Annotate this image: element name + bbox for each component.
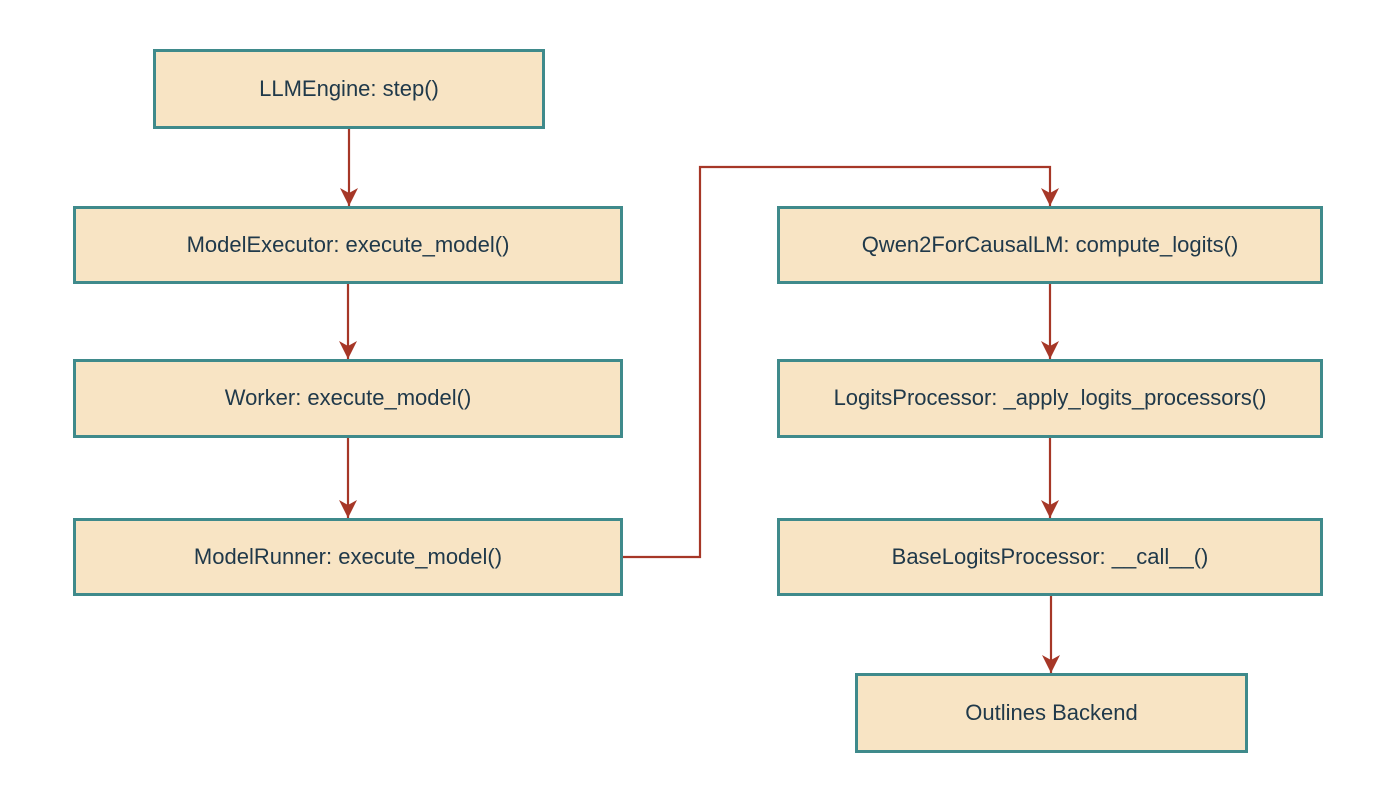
- node-label: Outlines Backend: [965, 699, 1138, 725]
- node-outlines-backend: Outlines Backend: [855, 673, 1248, 753]
- node-label: Qwen2ForCausalLM: compute_logits(): [861, 231, 1239, 257]
- node-base-logits-processor: BaseLogitsProcessor: __call__(): [777, 518, 1323, 596]
- node-label: ModelExecutor: execute_model(): [186, 231, 510, 257]
- node-label: ModelRunner: execute_model(): [193, 543, 503, 569]
- node-llm-engine: LLMEngine: step(): [153, 49, 545, 129]
- node-label: Worker: execute_model(): [224, 385, 472, 411]
- node-label: BaseLogitsProcessor: __call__(): [891, 543, 1209, 569]
- node-qwen2-for-causal-lm: Qwen2ForCausalLM: compute_logits(): [777, 206, 1323, 284]
- node-model-executor: ModelExecutor: execute_model(): [73, 206, 623, 284]
- node-model-runner: ModelRunner: execute_model(): [73, 518, 623, 596]
- node-label: LogitsProcessor: _apply_logits_processor…: [833, 385, 1267, 411]
- node-worker: Worker: execute_model(): [73, 359, 623, 438]
- node-label: LLMEngine: step(): [259, 75, 439, 101]
- node-logits-processor: LogitsProcessor: _apply_logits_processor…: [777, 359, 1323, 438]
